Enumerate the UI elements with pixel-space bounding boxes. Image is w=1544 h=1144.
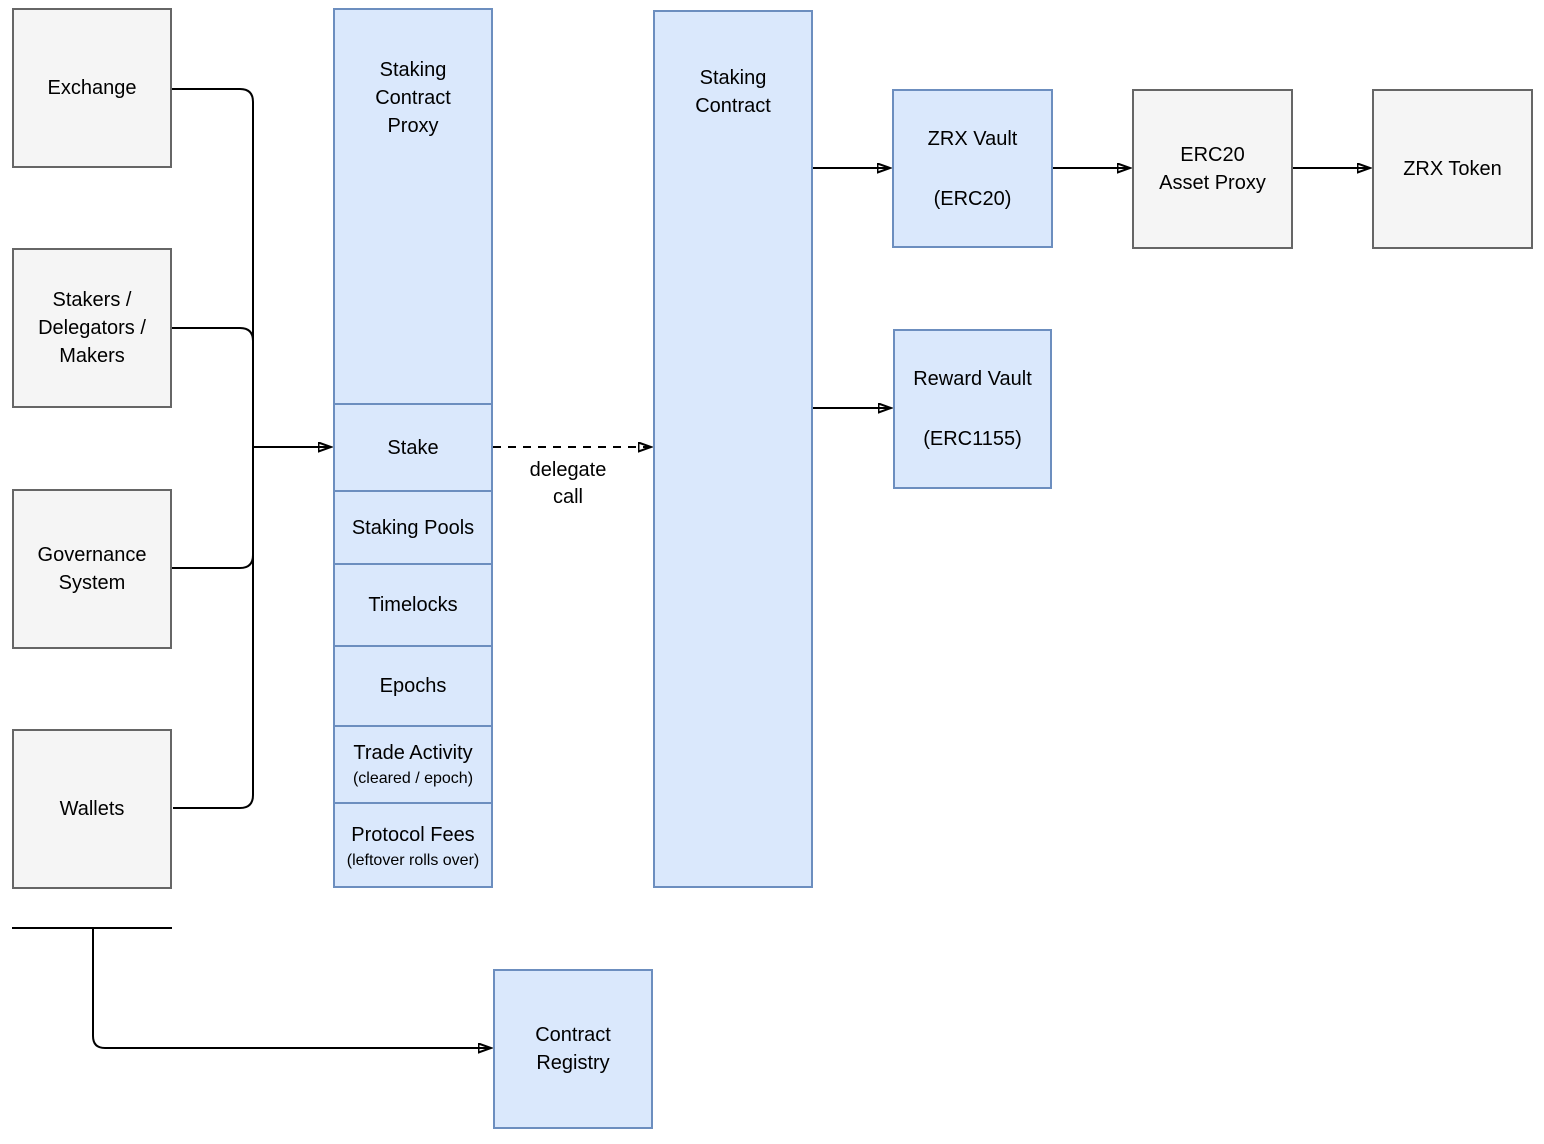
wallets-label: Wallets: [59, 798, 125, 820]
governance-system-node: Governance System: [12, 489, 172, 649]
contract-registry-node: Contract Registry: [493, 969, 653, 1129]
contract-registry-label: Contract Registry: [535, 1024, 611, 1074]
delegate-call-edge-label: delegate call: [529, 459, 607, 508]
edge-governance-to-trunk: [172, 447, 254, 569]
zrx-vault-subtitle: (ERC20): [933, 187, 1012, 210]
staking-contract-proxy-label: Staking Contract Proxy: [375, 59, 451, 137]
proxy-section-trade-activity-label: Trade Activity: [353, 742, 473, 764]
zrx-token-node: ZRX Token: [1372, 89, 1533, 249]
edge-wallets-to-trunk: [173, 447, 254, 809]
zrx-vault-label: ZRX Vault: [927, 127, 1018, 150]
proxy-section-protocol-fees-subtitle: (leftover rolls over): [346, 851, 480, 869]
exchange-label: Exchange: [47, 77, 137, 99]
proxy-section-stake: Stake: [335, 403, 491, 490]
edge-exchange-to-trunk: [172, 88, 254, 447]
proxy-section-staking-pools-label: Staking Pools: [351, 516, 475, 539]
edge-stakers-to-trunk: [172, 327, 254, 447]
stakers-delegators-makers-node: Stakers / Delegators / Makers: [12, 248, 172, 408]
proxy-section-stake-label: Stake: [387, 436, 439, 459]
erc20-asset-proxy-node: ERC20 Asset Proxy: [1132, 89, 1293, 249]
proxy-section-protocol-fees-label: Protocol Fees: [351, 823, 475, 846]
proxy-section-timelocks-label: Timelocks: [368, 594, 458, 616]
staking-contract-proxy-node: Staking Contract Proxy Stake Staking Poo…: [333, 8, 493, 888]
proxy-section-protocol-fees: Protocol Fees (leftover rolls over): [335, 802, 491, 888]
exchange-node: Exchange: [12, 8, 172, 168]
staking-contract-label: Staking Contract: [695, 67, 771, 117]
zrx-vault-node: ZRX Vault (ERC20): [892, 89, 1053, 248]
reward-vault-subtitle: (ERC1155): [923, 428, 1022, 450]
staking-contract-node: Staking Contract: [653, 10, 813, 888]
proxy-section-staking-pools: Staking Pools: [335, 490, 491, 563]
proxy-section-trade-activity-subtitle: (cleared / epoch): [352, 770, 474, 787]
proxy-section-epochs: Epochs: [335, 645, 491, 725]
erc20-asset-proxy-label: ERC20 Asset Proxy: [1159, 144, 1266, 194]
proxy-section-trade-activity: Trade Activity (cleared / epoch): [335, 725, 491, 802]
proxy-section-timelocks: Timelocks: [335, 563, 491, 645]
wallets-node: Wallets: [12, 729, 172, 889]
stakers-delegators-makers-label: Stakers / Delegators / Makers: [38, 289, 146, 367]
staking-contract-proxy-title-cell: Staking Contract Proxy: [335, 10, 491, 403]
governance-system-label: Governance System: [37, 544, 147, 594]
edge-to-contract-registry-arrow: [92, 928, 491, 1048]
reward-vault-label: Reward Vault: [913, 368, 1032, 390]
zrx-token-label: ZRX Token: [1403, 158, 1502, 180]
reward-vault-node: Reward Vault (ERC1155): [893, 329, 1052, 489]
proxy-section-epochs-label: Epochs: [379, 675, 447, 697]
